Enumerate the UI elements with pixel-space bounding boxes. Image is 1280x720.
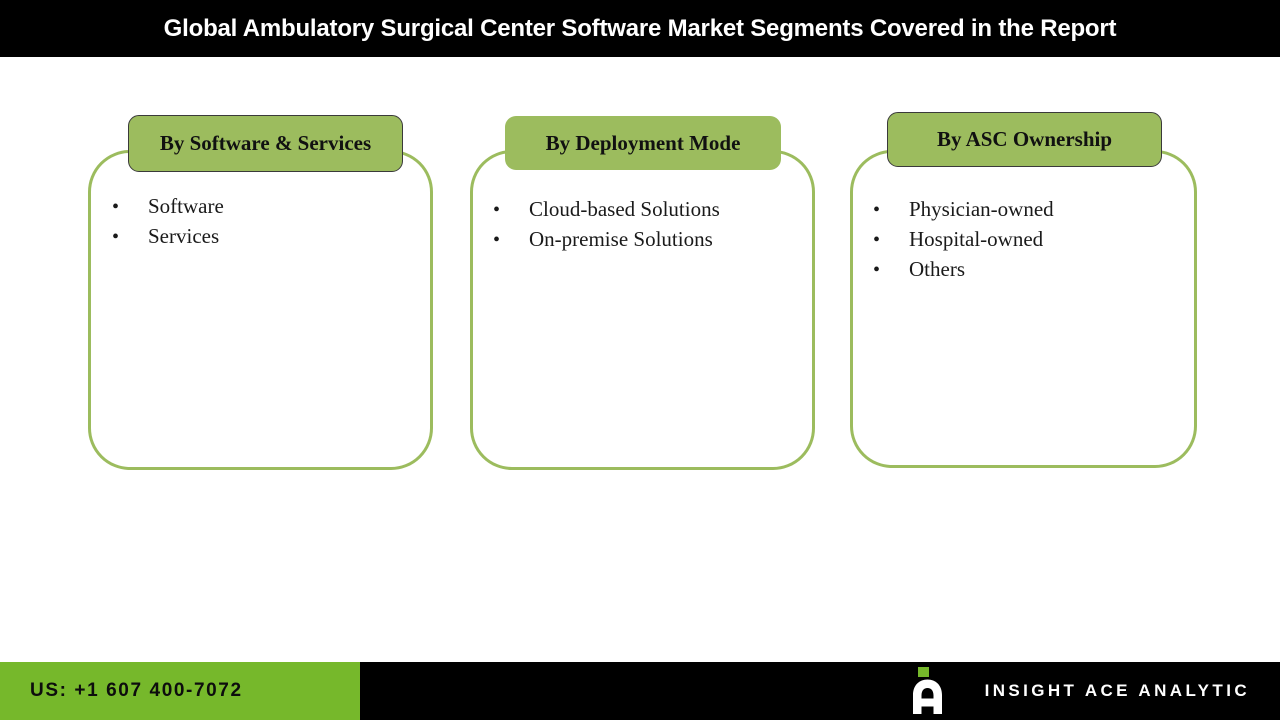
bullet-icon: • (493, 229, 501, 251)
insight-ace-a-mark-icon (907, 667, 953, 715)
footer-brand: INSIGHT ACE ANALYTIC (907, 662, 1250, 720)
list-item-label: On-premise Solutions (529, 227, 713, 251)
page-footer: US: +1 607 400-7072 INSIGHT ACE ANALYTIC (0, 662, 1280, 720)
list-item-label: Hospital-owned (909, 227, 1044, 251)
segment-list-deployment-mode: • Cloud-based Solutions • On-premise Sol… (493, 195, 720, 255)
list-item: • Cloud-based Solutions (493, 195, 720, 225)
list-item: • Others (873, 255, 1054, 285)
list-item-label: Software (148, 194, 224, 218)
segment-card-header-software-services: By Software & Services (128, 115, 403, 172)
bullet-icon: • (493, 199, 501, 221)
list-item: • On-premise Solutions (493, 225, 720, 255)
page-title: Global Ambulatory Surgical Center Softwa… (163, 14, 1117, 42)
bullet-icon: • (112, 196, 120, 218)
bullet-icon: • (112, 226, 120, 248)
segment-card-header-asc-ownership: By ASC Ownership (887, 112, 1162, 167)
list-item: • Software (112, 192, 224, 222)
list-item-label: Cloud-based Solutions (529, 197, 720, 221)
page-title-bar: Global Ambulatory Surgical Center Softwa… (0, 0, 1280, 57)
segments-canvas: By Software & Services • Software • Serv… (0, 57, 1280, 662)
footer-phone-band: US: +1 607 400-7072 (0, 662, 360, 720)
bullet-icon: • (873, 199, 881, 221)
segment-card-header-deployment-mode: By Deployment Mode (505, 116, 781, 170)
list-item: • Hospital-owned (873, 225, 1054, 255)
list-item-label: Others (909, 257, 965, 281)
bullet-icon: • (873, 229, 881, 251)
bullet-icon: • (873, 259, 881, 281)
list-item-label: Services (148, 224, 220, 248)
segment-list-software-services: • Software • Services (112, 192, 224, 252)
list-item: • Services (112, 222, 224, 252)
segment-list-asc-ownership: • Physician-owned • Hospital-owned • Oth… (873, 195, 1054, 285)
footer-phone-number[interactable]: US: +1 607 400-7072 (30, 680, 243, 701)
list-item-label: Physician-owned (909, 197, 1054, 221)
list-item: • Physician-owned (873, 195, 1054, 225)
brand-name: INSIGHT ACE ANALYTIC (984, 681, 1250, 700)
